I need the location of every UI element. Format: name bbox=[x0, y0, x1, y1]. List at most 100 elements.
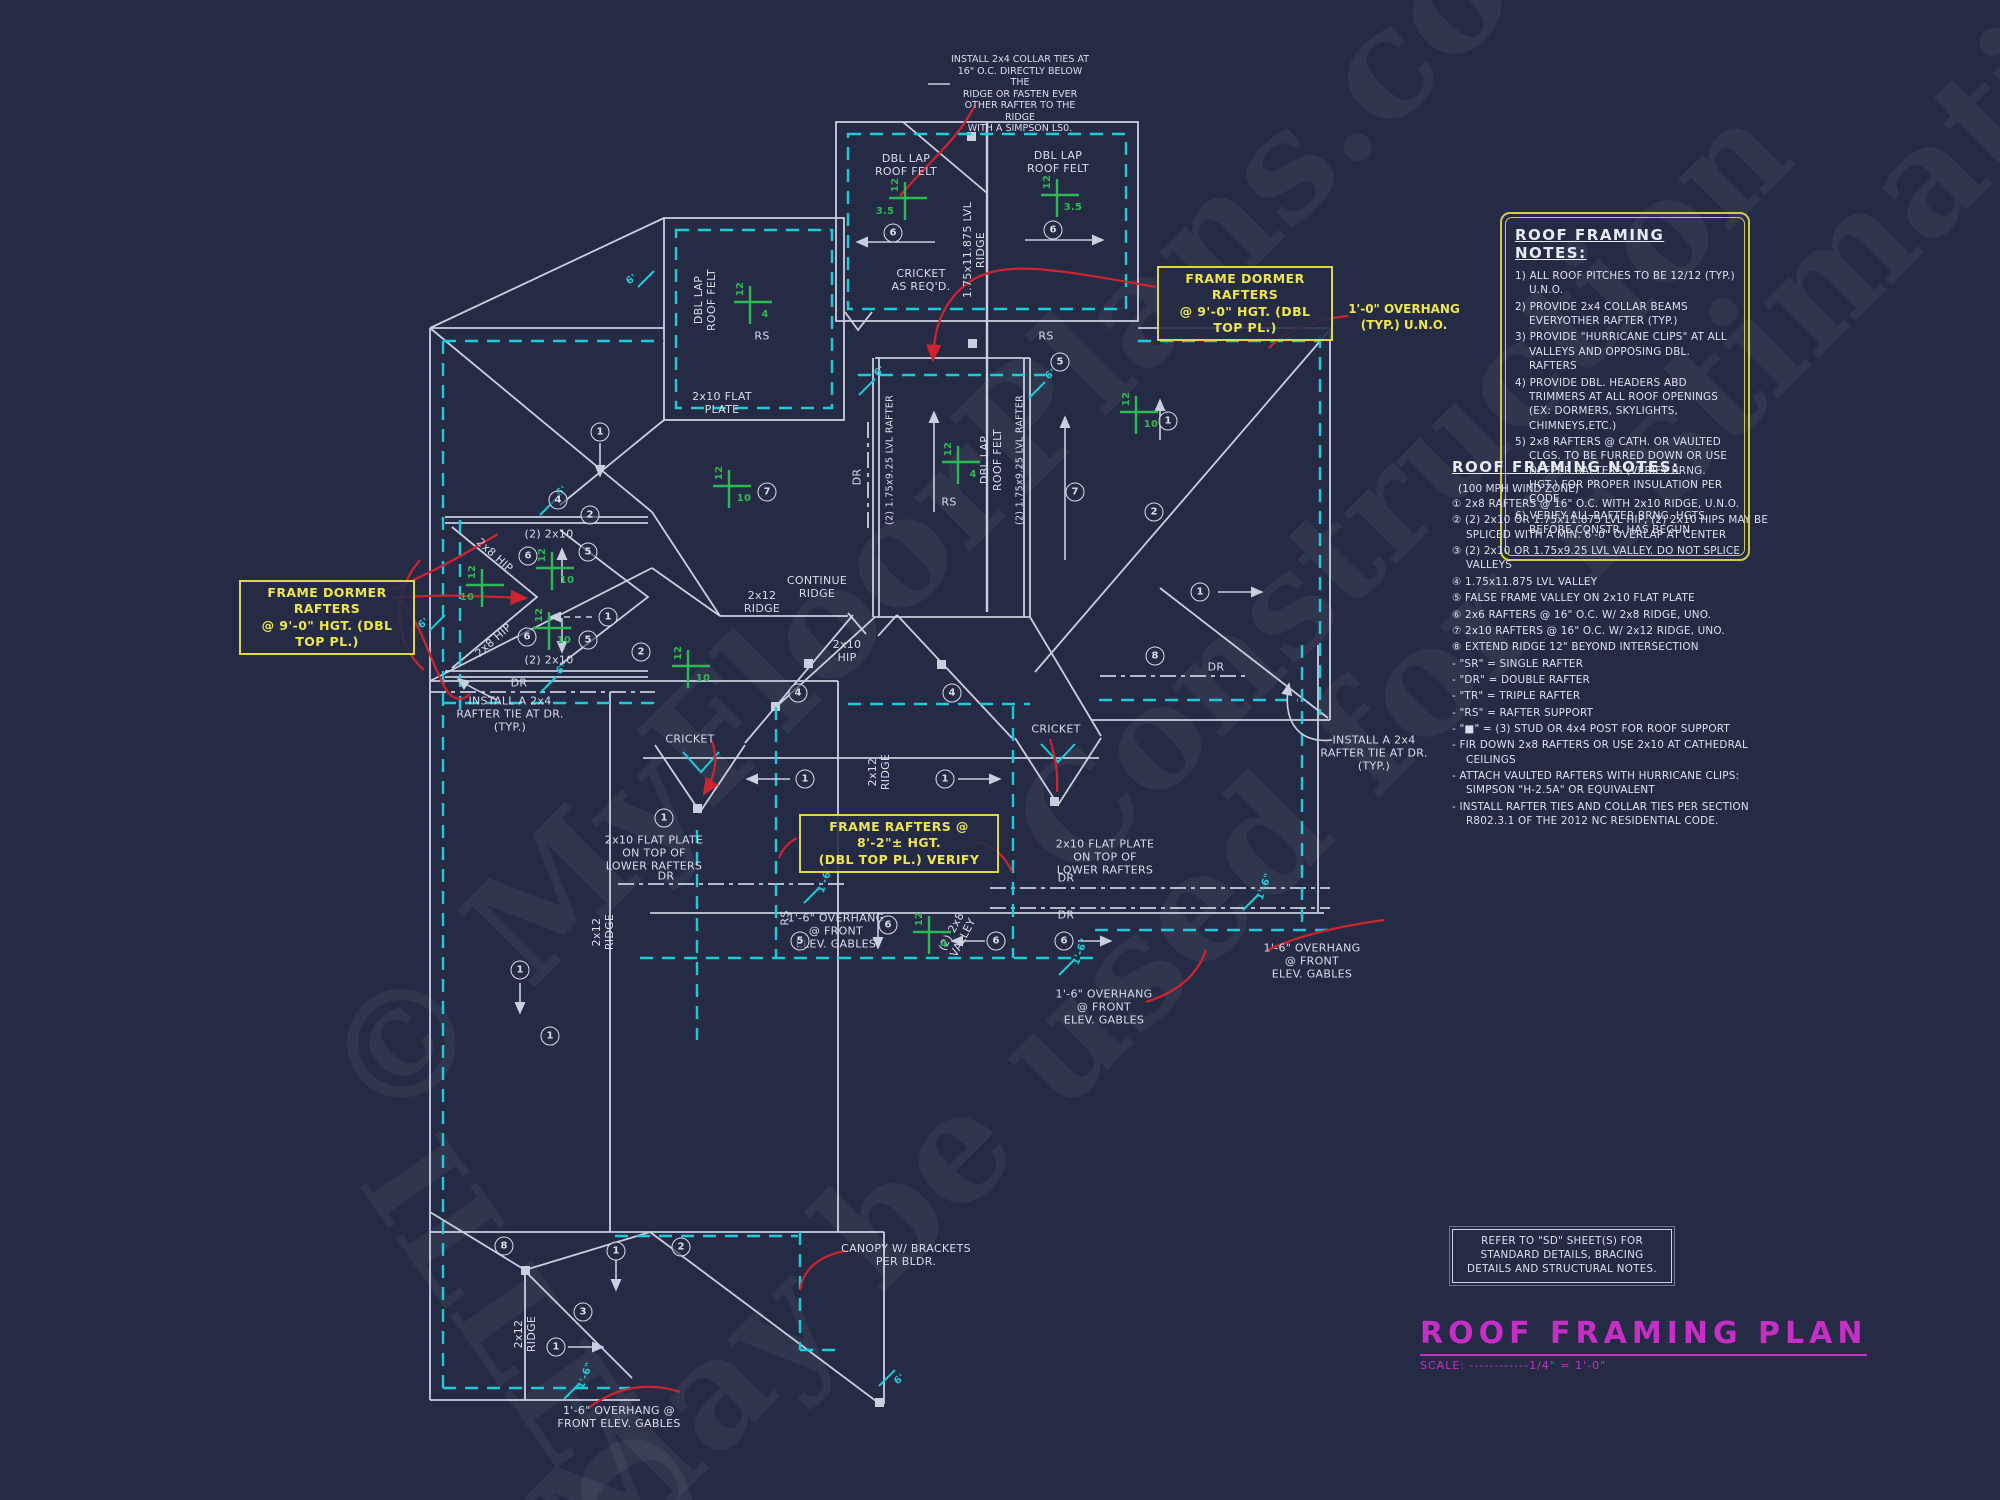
sheet-title: ROOF FRAMING PLAN bbox=[1420, 1316, 1868, 1356]
pitch-run: 10 bbox=[459, 592, 475, 604]
wind-notes-item: ① 2x8 RAFTERS @ 16" O.C. WITH 2x10 RIDGE… bbox=[1452, 498, 1740, 510]
note-1ft-overhang: 1'-0" OVERHANG (TYP.) U.N.O. bbox=[1348, 302, 1460, 332]
keynote-circle: 5 bbox=[790, 931, 810, 951]
wind-notes-title: ROOF FRAMING NOTES: bbox=[1452, 458, 1680, 476]
pitch-rise: 12 bbox=[1121, 391, 1133, 407]
keynote-circle: 4 bbox=[942, 683, 962, 703]
tag-frame-rafters: FRAME RAFTERS @ 8'-2"± HGT. (DBL TOP PL.… bbox=[799, 814, 999, 873]
title-block: ROOF FRAMING PLAN SCALE: ------------1/4… bbox=[1420, 1316, 1868, 1372]
label-dr: DR bbox=[510, 676, 528, 690]
pitch-rise: 12 bbox=[534, 607, 546, 623]
keynote-circle: 6 bbox=[1054, 931, 1074, 951]
label-rs: RS bbox=[1038, 329, 1054, 343]
label-dr: DR bbox=[850, 468, 864, 486]
keynote-circle: 1 bbox=[1158, 411, 1178, 431]
label-dbl-lap-roof-felt: DBL LAP ROOF FELT bbox=[1026, 149, 1090, 175]
keynote-circle: 2 bbox=[671, 1237, 691, 1257]
notes-box-item: 4) PROVIDE DBL. HEADERS ABD TRIMMERS AT … bbox=[1515, 376, 1719, 432]
pitch-rise: 12 bbox=[467, 564, 479, 580]
keynote-circle: 8 bbox=[1145, 646, 1165, 666]
pitch-rise: 12 bbox=[537, 547, 549, 563]
notes-box-item: 3) PROVIDE "HURRICANE CLIPS" AT ALL VALL… bbox=[1515, 331, 1727, 373]
pitch-run: 10 bbox=[1143, 419, 1159, 431]
roof-framing-notes-box: ROOF FRAMING NOTES: 1) ALL ROOF PITCHES … bbox=[1500, 212, 1750, 562]
label-dr: DR bbox=[657, 869, 675, 883]
label-dbl-lap-roof-felt: DBL LAP ROOF FELT bbox=[874, 152, 938, 178]
wind-notes-item: ⑧ EXTEND RIDGE 12" BEYOND INTERSECTION bbox=[1452, 641, 1699, 654]
wind-notes-item: - ATTACH VAULTED RAFTERS WITH HURRICANE … bbox=[1452, 770, 1740, 797]
dr-lines bbox=[430, 422, 1330, 909]
notes-box-item: 5) 2x8 RAFTERS @ CATH. OR VAULTED CLGS. … bbox=[1515, 435, 1728, 506]
label-2x12-ridge: 2x12 RIDGE bbox=[866, 753, 892, 791]
pitch-run: 3.5 bbox=[875, 206, 895, 218]
wind-notes-item: - "TR" = TRIPLE RAFTER bbox=[1452, 690, 1581, 703]
cyan-ticks bbox=[428, 270, 1260, 1400]
roof-framing-notes-inner: ROOF FRAMING NOTES: 1) ALL ROOF PITCHES … bbox=[1505, 217, 1745, 557]
label-flat-plate-lower: 2x10 FLAT PLATE ON TOP OF LOWER RAFTERS bbox=[1055, 837, 1155, 877]
wind-notes-subtitle: (100 MPH WIND ZONE) bbox=[1458, 483, 1579, 495]
keynote-circle: 1 bbox=[590, 422, 610, 442]
keynote-circle: 6 bbox=[883, 223, 903, 243]
wind-notes-item: ⑤ FALSE FRAME VALLEY ON 2x10 FLAT PLATE bbox=[1452, 592, 1695, 605]
keynote-circle: 5 bbox=[578, 542, 598, 562]
keynote-circle: 5 bbox=[1050, 352, 1070, 372]
label-dr: DR bbox=[1207, 660, 1225, 674]
label-rs: RS bbox=[754, 329, 770, 343]
pitch-rise: 12 bbox=[890, 177, 902, 193]
pitch-rise: 12 bbox=[1042, 174, 1054, 190]
keynote-circle: 2 bbox=[580, 505, 600, 525]
pitch-run: 10 bbox=[736, 493, 752, 505]
wind-notes-item: - INSTALL RAFTER TIES AND COLLAR TIES PE… bbox=[1452, 800, 1749, 828]
keynote-circle: 2 bbox=[1144, 502, 1164, 522]
sheet-scale: SCALE: ------------1/4" = 1'-0" bbox=[1420, 1359, 1607, 1372]
label-2-2x10: (2) 2x10 bbox=[524, 527, 574, 541]
label-lvl-rafter: (2) 1.75x9.25 LVL RAFTER bbox=[1014, 394, 1026, 526]
pitch-run: 4 bbox=[761, 309, 769, 321]
label-rafter-tie: INSTALL A 2x4 RAFTER TIE AT DR. (TYP.) bbox=[456, 694, 564, 734]
pitch-rise: 12 bbox=[714, 465, 726, 481]
label-2x12-ridge: 2x12 RIDGE bbox=[590, 913, 616, 951]
label-canopy: CANOPY W/ BRACKETS PER BLDR. bbox=[841, 1242, 971, 1268]
wind-notes-item: ⑦ 2x10 RAFTERS @ 16" O.C. W/ 2x12 RIDGE,… bbox=[1452, 624, 1725, 637]
pitch-markers bbox=[466, 179, 1158, 954]
keynote-circle: 6 bbox=[1043, 220, 1063, 240]
red-leaders bbox=[391, 104, 1385, 1408]
label-continue-ridge: CONTINUE RIDGE bbox=[786, 574, 848, 600]
label-overhang-16-front: 1'-6" OVERHANG @ FRONT ELEV. GABLES bbox=[557, 1404, 681, 1430]
wind-notes-item: ③ (2) 2x10 OR 1.75x9.25 LVL VALLEY. DO N… bbox=[1452, 545, 1741, 572]
label-2x10-hip: 2x10 HIP bbox=[832, 638, 862, 664]
label-dr: DR bbox=[1057, 871, 1075, 885]
label-dbl-lap-roof-felt: DBL LAP ROOF FELT bbox=[978, 428, 1004, 492]
label-overhang-16: 1'-6" OVERHANG @ FRONT ELEV. GABLES bbox=[1263, 941, 1361, 981]
label-2-2x10: (2) 2x10 bbox=[524, 653, 574, 667]
node-markers bbox=[521, 132, 1059, 1407]
pitch-rise: 12 bbox=[735, 281, 747, 297]
keynote-circle: 1 bbox=[654, 808, 674, 828]
keynote-circle: 1 bbox=[510, 960, 530, 980]
label-cricket-as-reqd: CRICKET AS REQ'D. bbox=[891, 267, 951, 293]
notes-box-title: ROOF FRAMING NOTES: bbox=[1515, 226, 1665, 262]
label-lvl-ridge: 1.75x11.875 LVL RIDGE bbox=[961, 201, 987, 299]
keynote-circle: 3 bbox=[573, 1302, 593, 1322]
keynote-circle: 6 bbox=[517, 627, 537, 647]
pitch-run: 4 bbox=[969, 469, 977, 481]
label-cricket: CRICKET bbox=[665, 732, 715, 746]
pitch-run: 4 bbox=[940, 939, 948, 951]
label-lvl-rafter: (2) 1.75x9.25 LVL RAFTER bbox=[884, 394, 896, 526]
label-rafter-tie: INSTALL A 2x4 RAFTER TIE AT DR. (TYP.) bbox=[1320, 733, 1428, 773]
keynote-circle: 6 bbox=[518, 546, 538, 566]
wind-notes-item: - "RS" = RAFTER SUPPORT bbox=[1452, 706, 1594, 719]
keynote-circle: 1 bbox=[606, 1241, 626, 1261]
label-cricket: CRICKET bbox=[1031, 722, 1081, 736]
keynote-circle: 4 bbox=[548, 490, 568, 510]
tag-frame-dormer-rafters-left: FRAME DORMER RAFTERS @ 9'-0" HGT. (DBL T… bbox=[239, 580, 415, 655]
label-2x12-ridge: 2x12 RIDGE bbox=[743, 589, 781, 615]
keynote-circle: 1 bbox=[935, 769, 955, 789]
tag-frame-dormer-rafters-top: FRAME DORMER RAFTERS @ 9'-0" HGT. (DBL T… bbox=[1157, 266, 1333, 341]
pitch-run: 10 bbox=[559, 575, 575, 587]
pitch-rise: 12 bbox=[914, 911, 926, 927]
overhang-lines bbox=[441, 132, 1330, 1390]
wind-notes-item: - "■" = (3) STUD OR 4x4 POST FOR ROOF SU… bbox=[1452, 723, 1730, 736]
